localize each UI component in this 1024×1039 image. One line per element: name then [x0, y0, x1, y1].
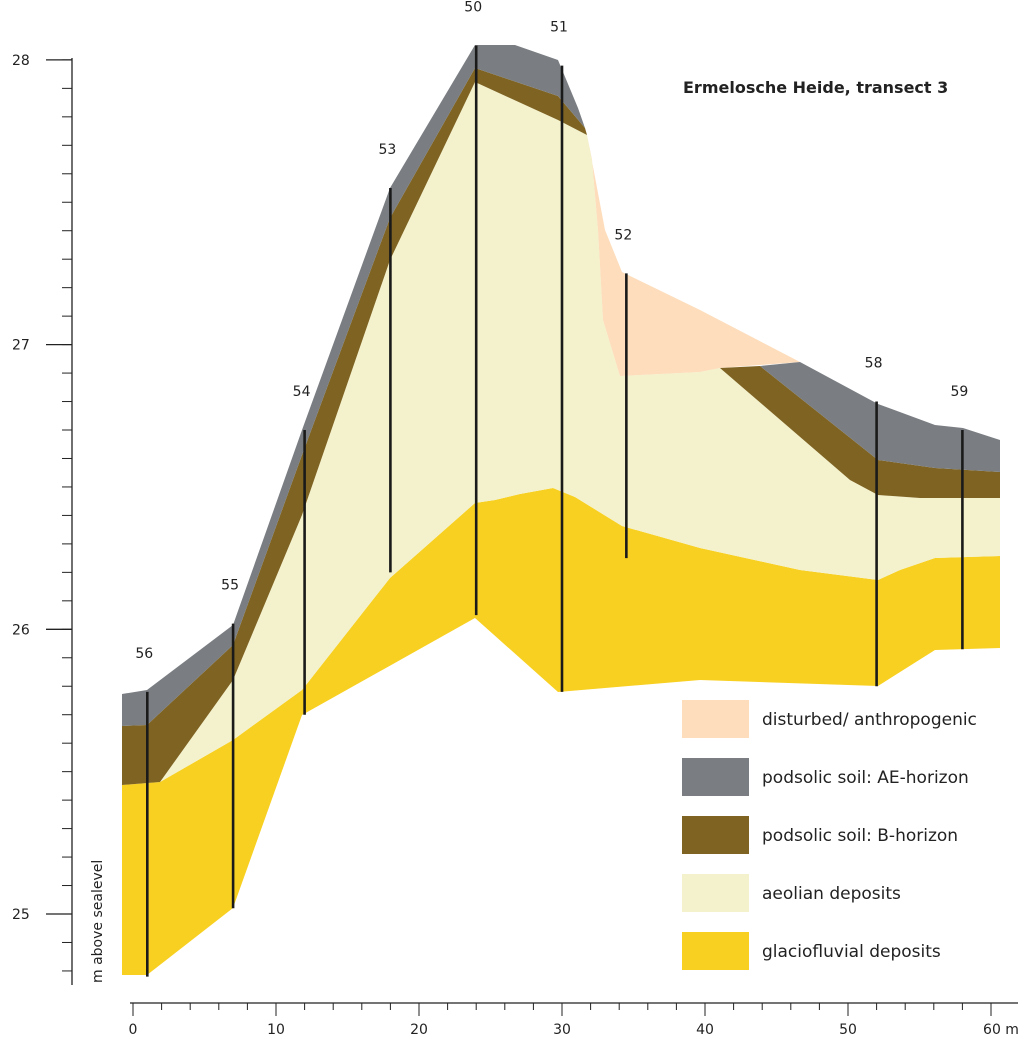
x-tick-label: 10	[267, 1022, 285, 1038]
borehole-56-label: 56	[135, 646, 153, 662]
borehole-58-label: 58	[865, 356, 883, 372]
layer-ae-horizon	[122, 45, 1000, 726]
boreholes: 56 55 54 53 50 51 52 58 59	[135, 0, 968, 977]
legend-swatch-ae	[682, 758, 749, 796]
legend-swatch-glacio	[682, 932, 749, 970]
borehole-59-label: 59	[950, 384, 968, 400]
legend-label-ae: podsolic soil: AE-horizon	[762, 768, 969, 788]
y-axis-title: m above sealevel	[90, 860, 106, 983]
legend-swatch-b	[682, 816, 749, 854]
y-axis-major-ticks: 25 26 27 28	[12, 53, 72, 923]
legend-label-glacio: glaciofluvial deposits	[762, 942, 941, 962]
y-axis: 25 26 27 28 m above sealevel	[12, 53, 106, 985]
x-axis-ticks: 0 10 20 30 40 50 60 m	[129, 1003, 1019, 1038]
x-tick-label: 50	[839, 1022, 857, 1038]
borehole-52-label: 52	[614, 227, 632, 243]
borehole-54-label: 54	[293, 384, 311, 400]
y-tick-label: 26	[12, 622, 30, 638]
y-tick-label: 25	[12, 907, 30, 923]
diagram-title: Ermelosche Heide, transect 3	[683, 78, 948, 97]
borehole-53-label: 53	[378, 142, 396, 158]
legend-label-aeolian: aeolian deposits	[762, 884, 901, 904]
y-tick-label: 27	[12, 338, 30, 354]
legend-swatch-aeolian	[682, 874, 749, 912]
legend-label-disturbed: disturbed/ anthropogenic	[762, 710, 977, 730]
x-tick-label: 60 m	[983, 1022, 1019, 1038]
legend-swatch-disturbed	[682, 700, 749, 738]
legend-label-b: podsolic soil: B-horizon	[762, 826, 958, 846]
layer-disturbed	[587, 135, 800, 376]
y-axis-minor-ticks	[62, 59, 72, 972]
x-tick-label: 30	[553, 1022, 571, 1038]
legend: disturbed/ anthropogenic podsolic soil: A…	[682, 700, 977, 970]
borehole-55-label: 55	[221, 578, 239, 594]
x-axis: 0 10 20 30 40 50 60 m	[129, 1002, 1019, 1038]
x-tick-label: 0	[129, 1022, 138, 1038]
y-tick-label: 28	[12, 53, 30, 69]
x-tick-label: 40	[696, 1022, 714, 1038]
borehole-50-label: 50	[464, 0, 482, 16]
borehole-51-label: 51	[550, 20, 568, 36]
layer-glaciofluvial	[122, 488, 1000, 975]
strata-layers	[122, 45, 1000, 975]
x-tick-label: 20	[410, 1022, 428, 1038]
layer-b-horizon	[122, 68, 1000, 785]
layer-aeolian	[160, 82, 1000, 782]
